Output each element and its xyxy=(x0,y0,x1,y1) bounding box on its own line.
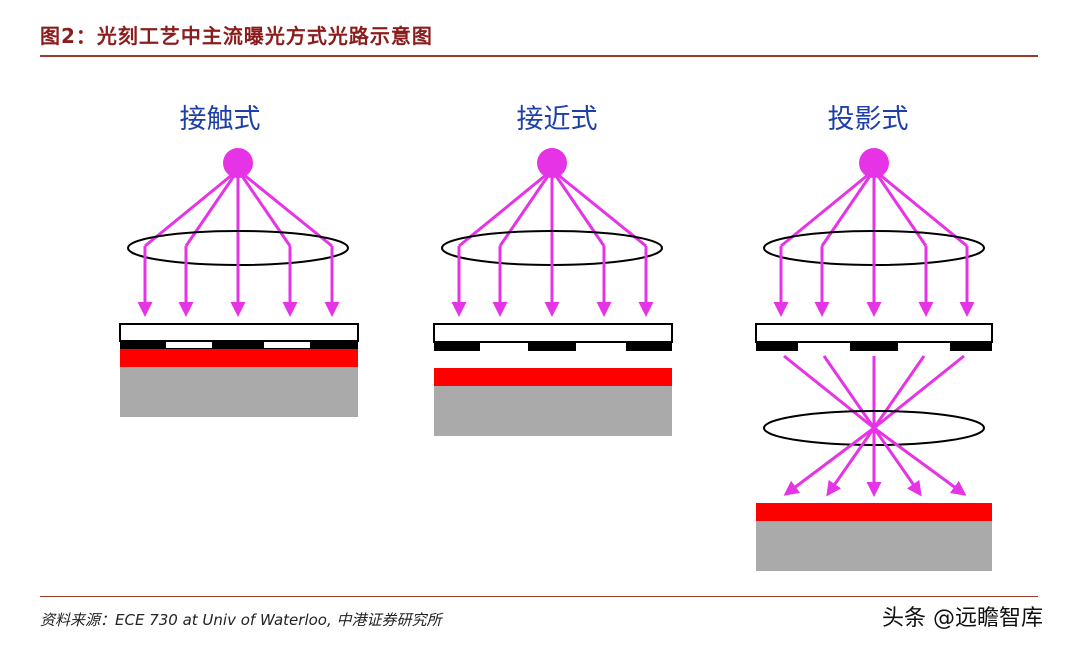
converging-rays-projection xyxy=(783,354,965,430)
panel-proximity: 接近式 xyxy=(433,104,673,436)
diverging-arrows-projection xyxy=(783,426,967,497)
top-divider xyxy=(40,55,1038,57)
mask-chrome-projection-1 xyxy=(756,342,798,351)
resist-contact xyxy=(120,349,358,367)
resist-projection xyxy=(756,503,992,521)
panel-label-contact: 接触式 xyxy=(180,104,261,135)
light-source-projection xyxy=(859,148,889,178)
rays-projection xyxy=(780,168,968,248)
panel-contact: 接触式 xyxy=(119,104,359,417)
source-note: 资料来源：ECE 730 at Univ of Waterloo, 中港证券研究… xyxy=(40,611,442,629)
mask-chrome-contact xyxy=(120,341,358,349)
wafer-proximity xyxy=(434,386,672,436)
arrows-projection xyxy=(773,246,975,317)
mask-chrome-projection-3 xyxy=(950,342,992,351)
wafer-contact xyxy=(120,367,358,417)
panel-projection: 投影式 xyxy=(755,104,993,571)
watermark: 头条 @远瞻智库 xyxy=(882,606,1043,631)
mask-glass-proximity xyxy=(433,323,673,343)
arrows-proximity xyxy=(451,246,654,317)
resist-proximity xyxy=(434,368,672,386)
panel-label-projection: 投影式 xyxy=(828,104,909,135)
rays-contact xyxy=(144,168,333,248)
arrows-contact xyxy=(137,246,340,317)
wafer-projection xyxy=(756,521,992,571)
light-source-contact xyxy=(223,148,253,178)
mask-glass-contact xyxy=(119,323,359,342)
mask-gap-contact-1 xyxy=(166,342,212,348)
light-source-proximity xyxy=(537,148,567,178)
figure-title: 图2：光刻工艺中主流曝光方式光路示意图 xyxy=(40,24,433,48)
mask-chrome-proximity-1 xyxy=(434,342,480,351)
mask-chrome-proximity-3 xyxy=(626,342,672,351)
mask-chrome-projection-2 xyxy=(850,342,898,351)
rays-proximity xyxy=(458,168,647,248)
mask-gap-contact-2 xyxy=(264,342,310,348)
panel-label-proximity: 接近式 xyxy=(517,104,598,135)
mask-chrome-proximity-2 xyxy=(528,342,576,351)
bottom-divider xyxy=(40,596,1038,597)
mask-glass-projection xyxy=(755,323,993,343)
